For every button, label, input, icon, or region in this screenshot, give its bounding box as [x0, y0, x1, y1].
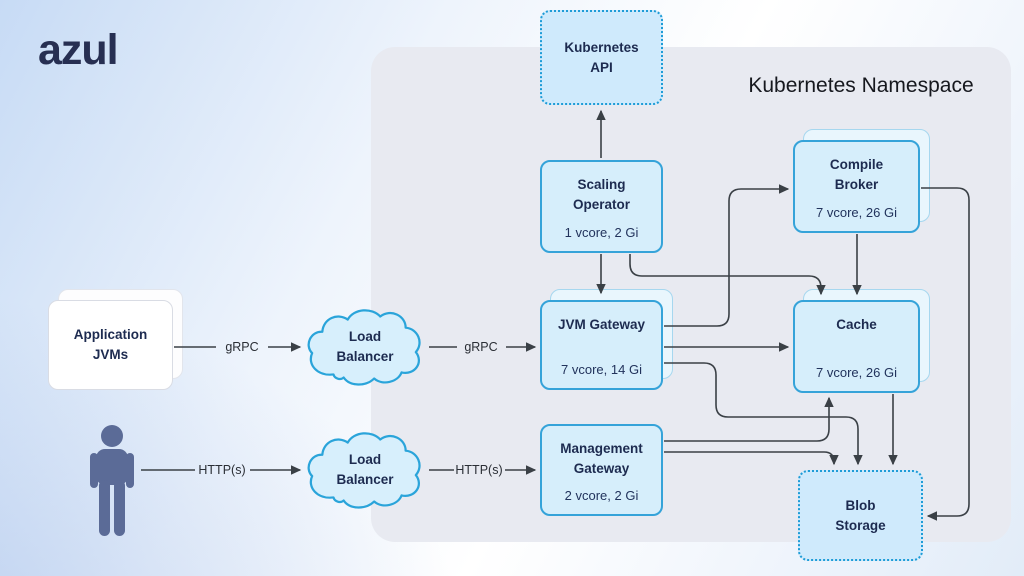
cloud-icon: [307, 432, 421, 509]
node-cache-title: Cache: [836, 317, 877, 332]
node-scaling-operator: Scaling Operator 1 vcore, 2 Gi: [540, 160, 663, 253]
node-compile-broker: Compile Broker 7 vcore, 26 Gi: [793, 140, 920, 233]
node-jvm-gateway: JVM Gateway 7 vcore, 14 Gi: [540, 300, 663, 390]
node-blob-storage-title: Blob Storage: [835, 497, 886, 533]
node-management-gateway-title: Management Gateway: [560, 441, 643, 476]
node-kubernetes-api-title: Kubernetes API: [564, 39, 639, 75]
node-jvm-gateway-title: JVM Gateway: [557, 317, 646, 332]
node-load-balancer-http: Load Balancer: [303, 426, 427, 514]
node-application-jvms-title: Application JVMs: [73, 327, 148, 362]
edge-scaling-operator-to-cache: [629, 254, 826, 296]
node-scaling-operator-spec: 1 vcore, 2 Gi: [564, 225, 639, 240]
edge-jvm-gateway-to-compile-broker: [664, 184, 790, 327]
user-person-icon: [90, 425, 134, 536]
node-blob-storage: Blob Storage: [798, 470, 923, 561]
node-kubernetes-api: Kubernetes API: [540, 10, 663, 105]
node-cache-spec: 7 vcore, 26 Gi: [816, 365, 897, 380]
node-management-gateway: Management Gateway 2 vcore, 2 Gi: [540, 424, 663, 516]
node-cache: Cache 7 vcore, 26 Gi: [793, 300, 920, 393]
edge-label-http-lb-to-gateway: HTTP(s): [455, 463, 503, 477]
azul-logo: azul: [38, 26, 119, 74]
edge-jvm-gateway-to-blob-storage: [664, 362, 863, 466]
edge-management-gateway-to-cache: [664, 396, 834, 442]
edge-label-grpc-lb-to-gateway: gRPC: [464, 340, 498, 354]
node-compile-broker-title: Compile Broker: [829, 157, 884, 192]
edge-label-http-user-to-lb: HTTP(s): [198, 463, 246, 477]
node-compile-broker-spec: 7 vcore, 26 Gi: [816, 205, 897, 220]
node-jvm-gateway-spec: 7 vcore, 14 Gi: [561, 362, 642, 377]
node-load-balancer-http-title: Load Balancer: [336, 452, 394, 487]
namespace-title: Kubernetes Namespace: [748, 74, 974, 97]
edge-management-gateway-to-blob-storage: [664, 451, 839, 466]
node-load-balancer-grpc: Load Balancer: [303, 303, 427, 391]
cloud-icon: [307, 309, 421, 386]
node-load-balancer-grpc-title: Load Balancer: [336, 329, 394, 364]
node-application-jvms: Application JVMs: [48, 300, 173, 390]
edge-compile-broker-to-blob-storage: [921, 187, 970, 521]
node-scaling-operator-title: Scaling Operator: [572, 177, 630, 212]
edge-label-grpc-app-to-lb: gRPC: [225, 340, 259, 354]
node-management-gateway-spec: 2 vcore, 2 Gi: [564, 488, 639, 503]
